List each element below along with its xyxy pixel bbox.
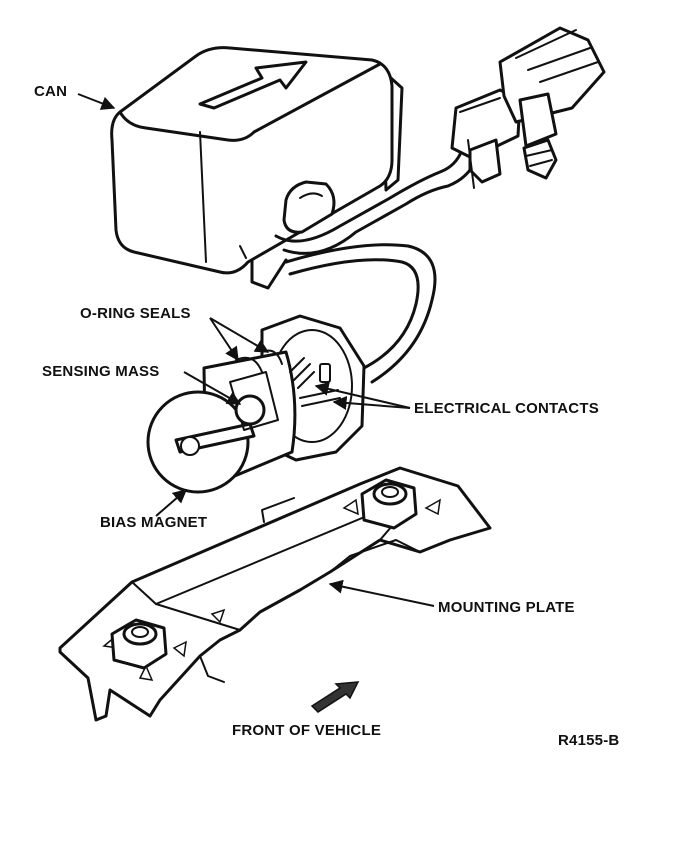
o-ring-leader-2 — [209, 317, 270, 353]
label-front-of-vehicle: FRONT OF VEHICLE — [232, 722, 381, 739]
label-bias-magnet: BIAS MAGNET — [100, 514, 207, 531]
can-housing — [110, 46, 404, 290]
hex-nut-front — [110, 618, 168, 670]
contacts-leader-1 — [314, 382, 411, 409]
sensing-mass-leader — [183, 371, 242, 405]
label-sensing-mass: SENSING MASS — [42, 363, 159, 380]
mounting-plate-leader — [328, 579, 435, 607]
direction-arrow-icon — [198, 60, 308, 110]
figure-code: R4155-B — [558, 732, 619, 749]
label-electrical-contacts: ELECTRICAL CONTACTS — [414, 400, 599, 417]
sensor-body — [146, 314, 366, 494]
label-can: CAN — [34, 83, 67, 100]
label-mounting-plate: MOUNTING PLATE — [438, 599, 575, 616]
wire-harness — [274, 26, 606, 384]
contacts-leader-2 — [332, 396, 411, 410]
mounting-plate — [58, 466, 492, 722]
o-ring-leader-1 — [209, 317, 239, 362]
bias-magnet-leader — [155, 489, 188, 517]
can-leader — [77, 93, 116, 110]
hex-nut-rear — [360, 478, 418, 530]
front-direction-arrow-icon — [310, 681, 360, 713]
label-o-ring-seals: O-RING SEALS — [80, 305, 191, 322]
